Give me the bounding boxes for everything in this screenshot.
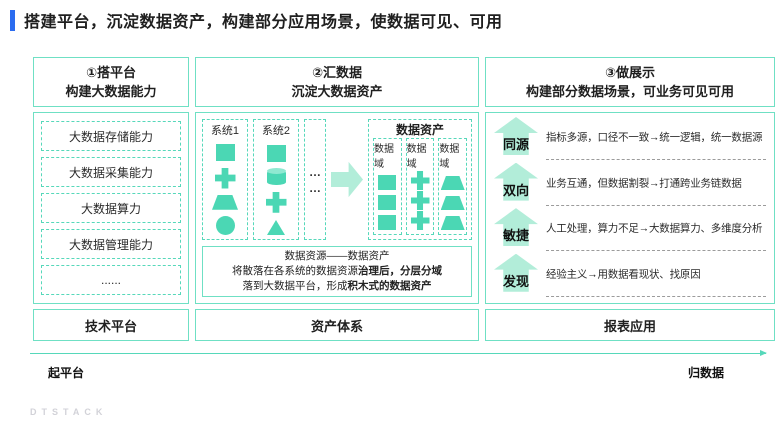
- column2-header-line2: 沉淀大数据资产: [291, 84, 383, 99]
- column2-header: ②汇数据 沉淀大数据资产: [195, 57, 479, 107]
- column1-header-line2: 构建大数据能力: [65, 84, 157, 99]
- benefit-label: 双向: [502, 182, 529, 198]
- data-domain-box: 数据域: [373, 138, 402, 235]
- square-icon: [378, 195, 397, 210]
- ellipsis-dots: …: [309, 164, 321, 179]
- capability-item: 大数据管理能力: [41, 229, 181, 259]
- plus-icon: [410, 211, 430, 230]
- data-domain-label: 数据域: [374, 144, 394, 170]
- column2-footer: 资产体系: [195, 309, 479, 341]
- benefit-row: 敏捷 人工处理，算力不足→大数据算力、多维度分析: [494, 208, 766, 247]
- trapezoid-icon: [440, 196, 465, 210]
- benefit-text: 指标多源，口径不一致→统一逻辑，统一数据源: [546, 131, 763, 144]
- ellipsis-dots: …: [309, 180, 321, 195]
- benefit-text: 人工处理，算力不足→大数据算力、多维度分析: [546, 222, 763, 235]
- square-icon: [266, 145, 286, 163]
- data-domain-box: 数据域: [438, 138, 468, 235]
- square-icon: [378, 175, 397, 190]
- capability-item: 大数据存储能力: [41, 121, 181, 151]
- timeline-start-label: 起平台: [48, 366, 85, 380]
- title-accent-bar: [10, 9, 15, 31]
- data-domain-label: 数据域: [439, 144, 460, 170]
- domain-row: 数据域 数据域: [373, 138, 468, 235]
- benefit-text: 经验主义→用数据看现状、找原因: [546, 268, 701, 281]
- benefit-label: 同源: [502, 137, 529, 152]
- note-line1: 数据资源——数据资产: [284, 250, 390, 262]
- title-row: 搭建平台，沉淀数据资产，构建部分应用场景，使数据可见、可用: [10, 8, 503, 32]
- plus-icon: [410, 171, 430, 190]
- capability-item-ellipsis: ......: [41, 265, 181, 295]
- system1-box: 系统1: [202, 119, 248, 240]
- benefit-label: 发现: [502, 273, 529, 289]
- column3-header-line2: 构建部分数据场景，可业务可见可用: [525, 84, 734, 99]
- page-title: 搭建平台，沉淀数据资产，构建部分应用场景，使数据可见、可用: [24, 14, 503, 31]
- column3-header: ③做展示 构建部分数据场景，可业务可见可用: [485, 57, 775, 107]
- dashed-divider: [546, 159, 766, 161]
- column2-header-line1: ②汇数据: [311, 65, 362, 80]
- square-icon: [215, 144, 235, 162]
- column3-header-line1: ③做展示: [604, 65, 655, 80]
- benefit-label: 敏捷: [502, 228, 529, 244]
- column3-footer: 报表应用: [485, 309, 775, 341]
- plus-icon: [410, 191, 430, 210]
- asset-note-box: 数据资源——数据资产 将散落在各系统的数据资源治理后，分层分域 落到大数据平台，…: [202, 246, 472, 297]
- dashed-divider: [546, 250, 766, 252]
- column3-body: 同源 指标多源，口径不一致→统一逻辑，统一数据源 双向 业务互通，但数据割裂→打…: [485, 112, 775, 304]
- system1-label: 系统1: [210, 125, 240, 137]
- timeline-end-label: 归数据: [687, 366, 724, 380]
- trapezoid-icon: [440, 176, 465, 190]
- right-arrow-icon: [331, 161, 363, 198]
- cylinder-icon: [266, 167, 286, 185]
- column1-header-line1: ①搭平台: [85, 65, 136, 80]
- flow-arrow-wrap: [331, 119, 363, 240]
- capability-item: 大数据算力: [41, 193, 181, 223]
- dashed-divider: [546, 295, 766, 297]
- column1-header: ①搭平台 构建大数据能力: [33, 57, 189, 107]
- benefit-text: 业务互通，但数据割裂→打通跨业务链数据: [546, 177, 742, 190]
- circle-icon: [215, 216, 235, 235]
- dtstack-logo: DTSTACK: [30, 407, 108, 417]
- square-icon: [378, 215, 397, 230]
- column1-footer: 技术平台: [33, 309, 189, 341]
- data-asset-title: 数据资产: [395, 123, 444, 137]
- trapezoid-icon: [440, 216, 465, 230]
- column-data-assets: ②汇数据 沉淀大数据资产 系统1 系统2: [195, 57, 479, 341]
- dashed-divider: [546, 204, 766, 206]
- data-asset-box: 数据资产 数据域 数据域: [368, 119, 472, 240]
- note-line2: 将散落在各系统的数据资源治理后，分层分域: [232, 265, 442, 277]
- benefit-row: 双向 业务互通，但数据割裂→打通跨业务链数据: [494, 162, 766, 201]
- systems-to-assets-diagram: 系统1 系统2 … …: [202, 119, 472, 240]
- data-domain-label: 数据域: [406, 144, 427, 170]
- timeline-arrow: [30, 349, 767, 356]
- data-domain-box: 数据域: [405, 138, 435, 235]
- plus-icon: [265, 191, 287, 213]
- system2-label: 系统2: [261, 125, 291, 137]
- column-platform: ①搭平台 构建大数据能力 大数据存储能力 大数据采集能力 大数据算力 大数据管理…: [33, 57, 189, 341]
- system2-box: 系统2: [253, 119, 299, 240]
- note-line3: 落到大数据平台，形成积木式的数据资产: [242, 280, 432, 292]
- more-systems-box: … …: [304, 119, 326, 240]
- column1-body: 大数据存储能力 大数据采集能力 大数据算力 大数据管理能力 ......: [33, 112, 189, 304]
- column-reporting: ③做展示 构建部分数据场景，可业务可见可用 同源 指标多源，口径不一致→统一逻辑…: [485, 57, 775, 341]
- benefit-row: 发现 经验主义→用数据看现状、找原因: [494, 253, 766, 292]
- plus-icon: [214, 167, 236, 189]
- triangle-icon: [267, 220, 285, 235]
- capability-item: 大数据采集能力: [41, 157, 181, 187]
- column2-body: 系统1 系统2 … …: [195, 112, 479, 304]
- benefit-row: 同源 指标多源，口径不一致→统一逻辑，统一数据源: [494, 117, 766, 155]
- trapezoid-icon: [212, 194, 238, 210]
- three-column-grid: ①搭平台 构建大数据能力 大数据存储能力 大数据采集能力 大数据算力 大数据管理…: [33, 57, 775, 341]
